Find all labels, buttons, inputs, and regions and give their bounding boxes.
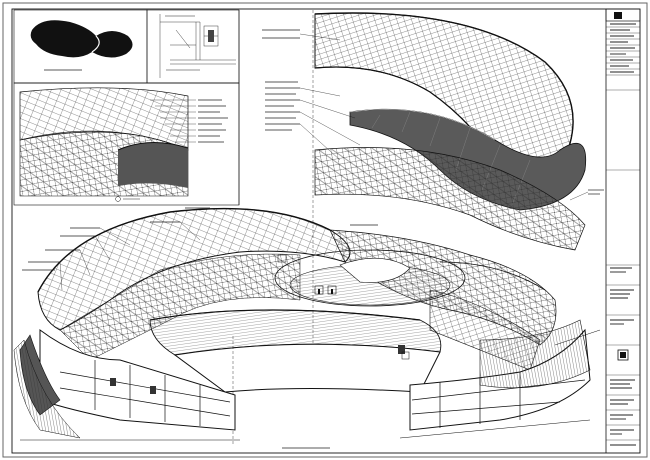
stadium-cutaway-view bbox=[13, 207, 601, 445]
key-plan-silhouette bbox=[30, 20, 133, 58]
exploded-roof-view bbox=[262, 12, 604, 251]
title-block bbox=[605, 8, 641, 453]
roof-truss-ring bbox=[314, 147, 586, 251]
interior-detail-panel bbox=[13, 82, 240, 206]
upper-tier-ring bbox=[274, 249, 466, 307]
field-cut bbox=[173, 343, 441, 393]
firm-seal bbox=[617, 349, 629, 361]
detail-marker bbox=[115, 196, 121, 202]
section-detail-panel bbox=[146, 9, 240, 84]
left-section-cut bbox=[39, 329, 236, 431]
drawing-frame bbox=[11, 8, 641, 454]
firm-logo bbox=[614, 12, 622, 19]
